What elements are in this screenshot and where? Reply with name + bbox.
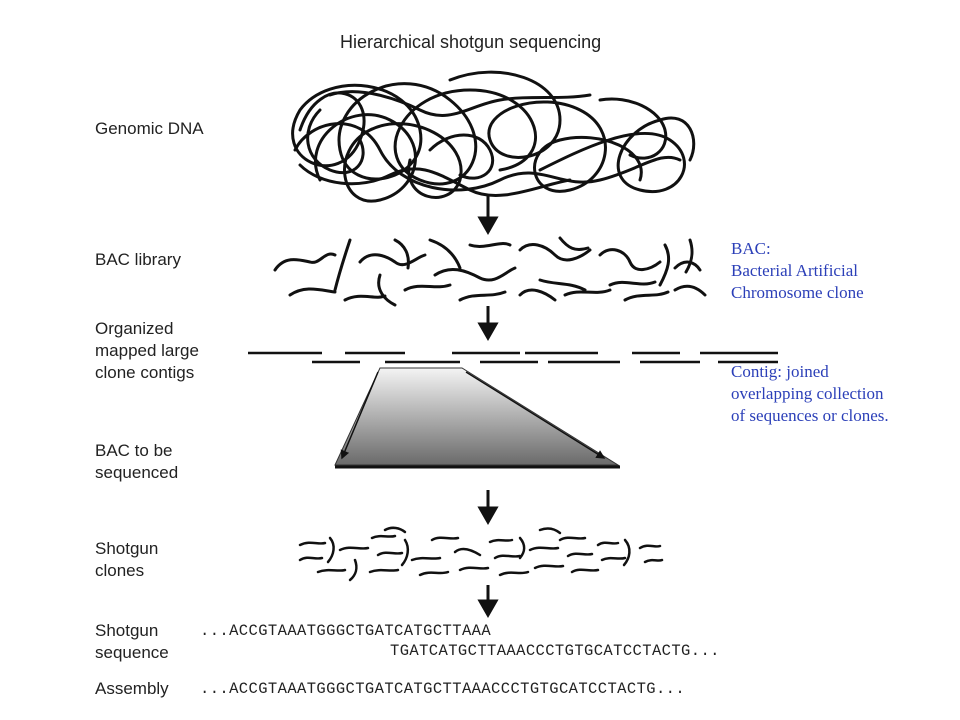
label-assembly: Assembly — [95, 679, 169, 698]
label-shotgun-sequence-line1: Shotgun — [95, 621, 159, 640]
note-bac-line2: Bacterial Artificial — [731, 261, 858, 280]
label-bac-library: BAC library — [95, 250, 181, 269]
label-genomic-dna: Genomic DNA — [95, 119, 204, 138]
label-contigs-line1: Organized — [95, 319, 174, 338]
note-bac-line1: BAC: — [731, 239, 771, 258]
note-bac-line3: Chromosome clone — [731, 283, 864, 302]
label-contigs-line3: clone contigs — [95, 363, 195, 382]
sequence-read-1: ...ACCGTAAATGGGCTGATCATGCTTAAA — [200, 622, 492, 640]
note-contig-line2: overlapping collection — [731, 384, 884, 403]
note-contig-line1: Contig: joined — [731, 362, 829, 381]
label-shotgun-sequence-line2: sequence — [95, 643, 169, 662]
arrow-head-2 — [477, 322, 499, 342]
genomic-dna-tangle — [291, 70, 696, 203]
label-shotgun-clones-line2: clones — [95, 561, 145, 580]
bac-library-fragments — [273, 236, 707, 307]
bac-zoom-trapezoid — [334, 367, 620, 469]
sequence-assembly: ...ACCGTAAATGGGCTGATCATGCTTAAACCCTGTGCAT… — [200, 680, 686, 698]
arrow-head-3 — [477, 506, 499, 526]
arrow-head-4 — [477, 599, 499, 619]
arrows — [477, 195, 499, 619]
label-bac-to-be-line1: BAC to be — [95, 441, 173, 460]
sequence-read-2: TGATCATGCTTAAACCCTGTGCATCCTACTG... — [390, 642, 720, 660]
shotgun-clone-fragments — [298, 526, 664, 582]
arrow-head-1 — [477, 216, 499, 236]
label-bac-to-be-line2: sequenced — [95, 463, 179, 482]
note-contig-line3: of sequences or clones. — [731, 406, 889, 425]
label-contigs-line2: mapped large — [95, 341, 199, 360]
contig-lines — [248, 351, 778, 364]
diagram-title: Hierarchical shotgun sequencing — [340, 32, 602, 52]
label-shotgun-clones-line1: Shotgun — [95, 539, 159, 558]
